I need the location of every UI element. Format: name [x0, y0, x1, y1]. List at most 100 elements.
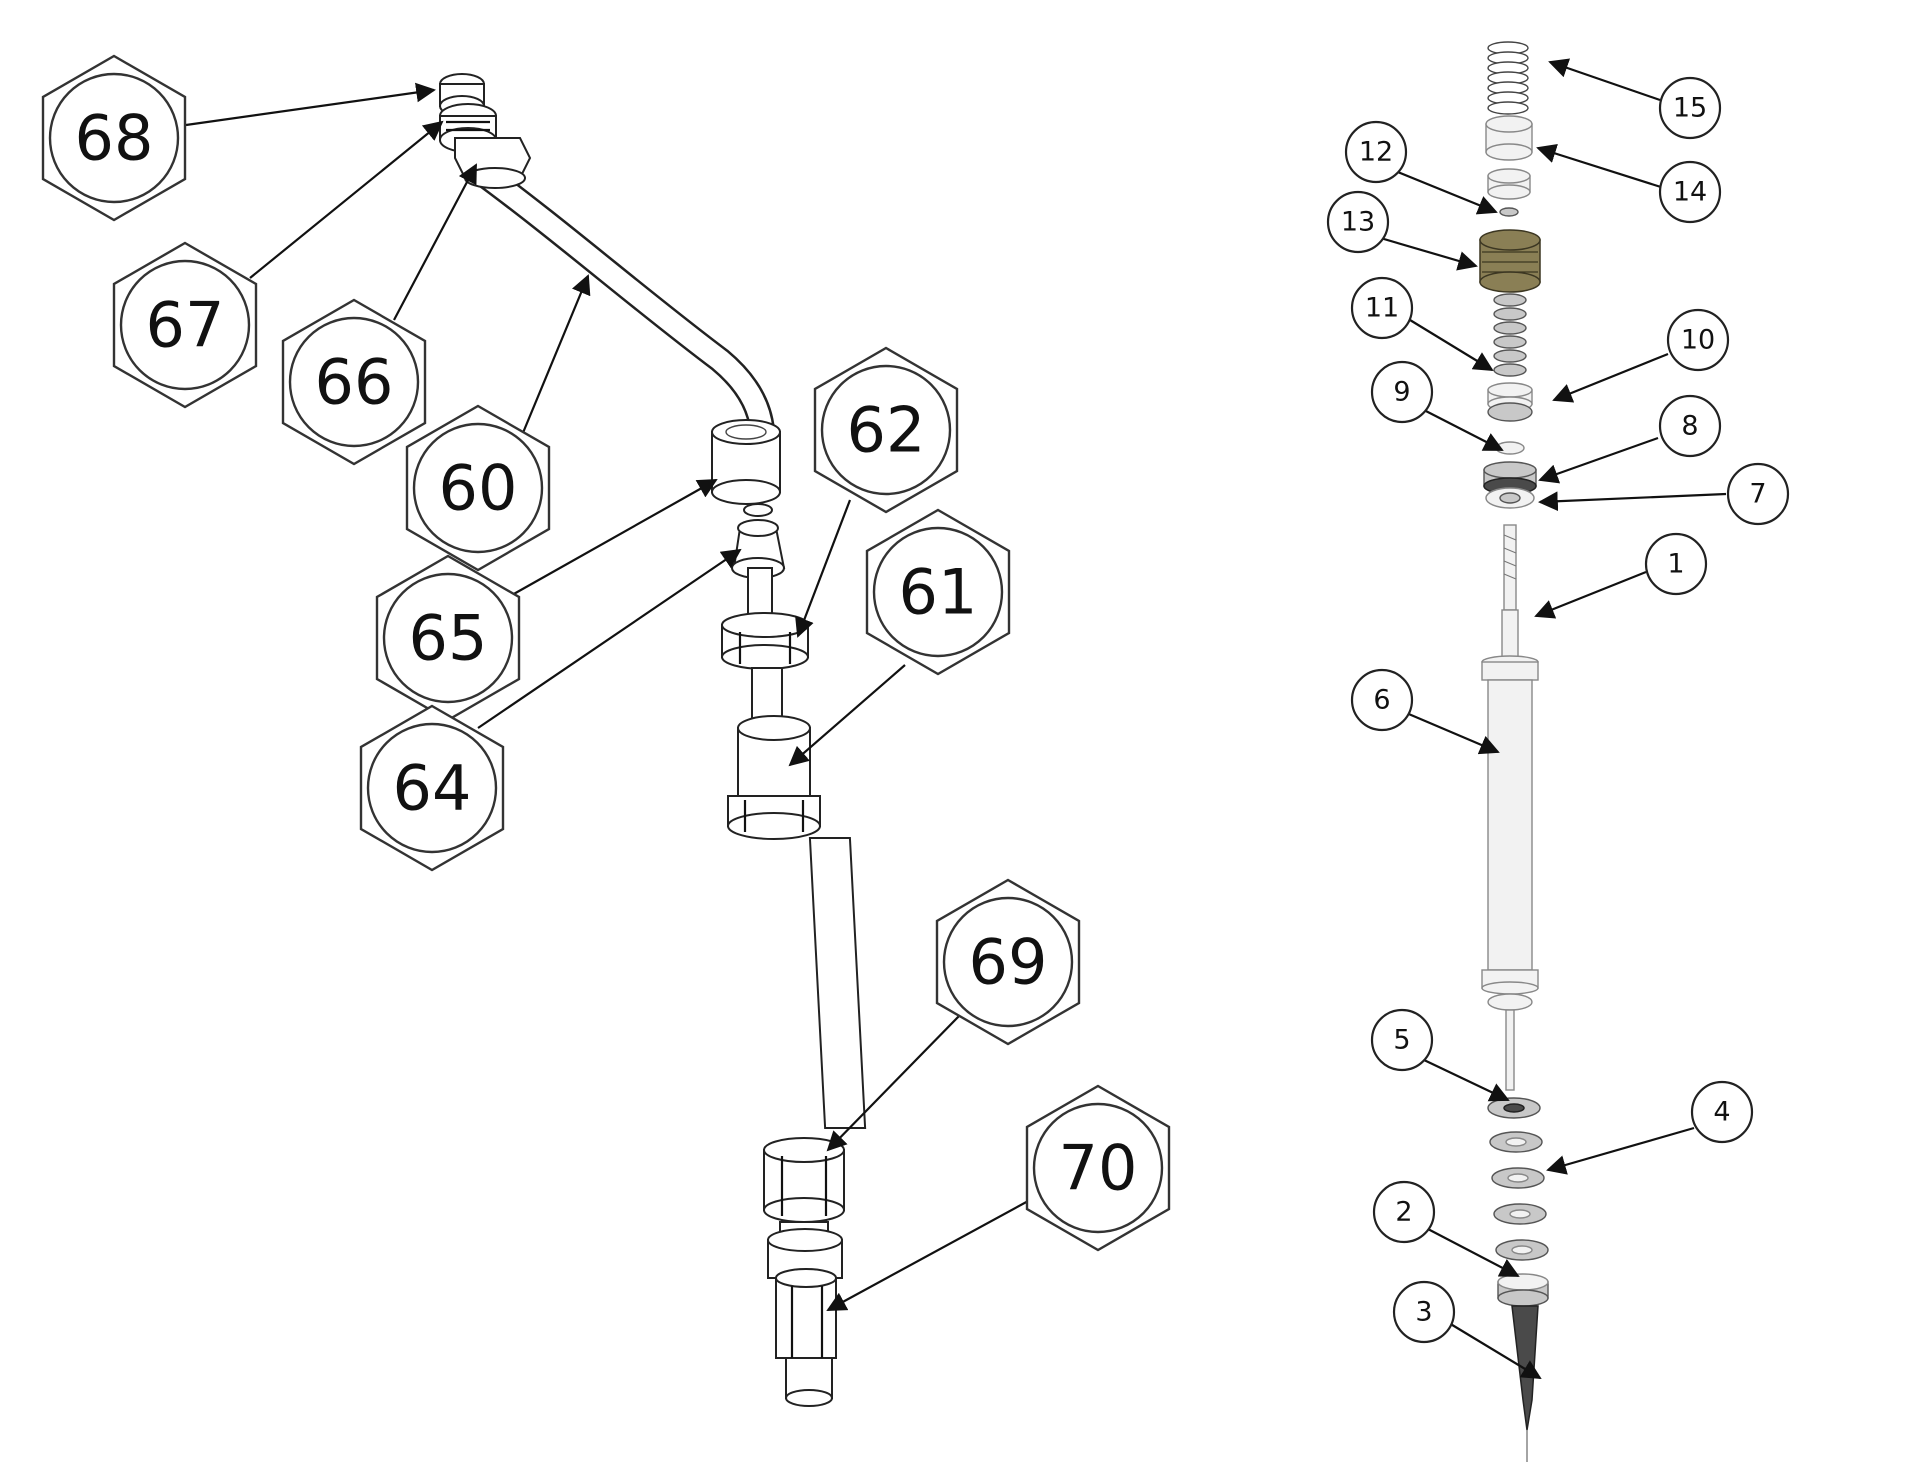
packing-rings-4 — [1489, 1131, 1549, 1261]
lower-pin — [1505, 1009, 1515, 1091]
nut-65 — [711, 419, 781, 505]
callout-circle-6: 6 — [1350, 668, 1414, 732]
callout-circle-1-label: 1 — [1667, 549, 1684, 580]
body-61 — [727, 715, 821, 840]
callout-hex-69: 69 — [935, 878, 1081, 1046]
callout-hex-61: 61 — [865, 508, 1011, 676]
leader-5 — [1423, 1059, 1510, 1102]
leader-9 — [1419, 407, 1504, 451]
callout-circle-2: 2 — [1372, 1180, 1436, 1244]
hex-callouts: 68 67 66 60 62 61 65 — [41, 54, 1171, 1252]
callout-circle-6-label: 6 — [1373, 685, 1390, 716]
callout-hex-61-label: 61 — [899, 556, 978, 629]
leader-14 — [1536, 143, 1665, 190]
packing-rings-11 — [1493, 293, 1527, 377]
leader-62 — [795, 499, 852, 638]
callout-circle-9: 9 — [1370, 360, 1434, 424]
callout-hex-69-label: 69 — [969, 926, 1048, 999]
nut-69 — [763, 1137, 845, 1223]
leader-3 — [1443, 1319, 1542, 1380]
packing-5 — [1487, 1097, 1541, 1119]
leader-8 — [1538, 436, 1659, 484]
leader-2 — [1425, 1227, 1520, 1277]
callout-hex-65: 65 — [375, 554, 521, 722]
callout-circle-11-label: 11 — [1365, 293, 1399, 324]
seat-13 — [1479, 229, 1541, 293]
callout-hex-64: 64 — [359, 704, 505, 872]
bushing-7 — [1485, 487, 1535, 509]
leader-64 — [477, 548, 742, 729]
callout-circle-4-label: 4 — [1713, 1097, 1730, 1128]
fitting-70 — [767, 1228, 843, 1407]
callout-circle-11: 11 — [1350, 276, 1414, 340]
callout-hex-64-label: 64 — [393, 752, 472, 825]
nut-62 — [721, 612, 809, 670]
leader-60 — [518, 274, 591, 441]
callout-circle-5: 5 — [1370, 1008, 1434, 1072]
circle-callouts: 15 14 12 13 11 10 9 8 — [1326, 76, 1790, 1344]
stem-thread — [1503, 534, 1517, 580]
callout-hex-68: 68 — [41, 54, 187, 222]
hose-tube-inner — [467, 159, 773, 441]
leader-68 — [185, 82, 436, 127]
hose-assembly — [439, 73, 867, 1407]
callout-circle-7: 7 — [1726, 462, 1790, 526]
leader-69 — [826, 1014, 961, 1152]
gland-10 — [1487, 382, 1533, 422]
callout-circle-12: 12 — [1344, 120, 1408, 184]
cap-14 — [1485, 115, 1533, 161]
leader-12 — [1392, 168, 1498, 215]
base-2 — [1497, 1273, 1549, 1307]
callout-hex-65-label: 65 — [409, 602, 488, 675]
left-leaders — [185, 82, 1031, 1311]
callout-circle-14: 14 — [1658, 160, 1722, 224]
callout-circle-10-label: 10 — [1681, 325, 1715, 356]
long-tube — [808, 837, 867, 1129]
callout-hex-60: 60 — [405, 404, 551, 572]
leader-1 — [1534, 570, 1647, 619]
leader-6 — [1403, 710, 1500, 755]
callout-hex-67: 67 — [112, 241, 258, 409]
top-fitting-66 — [454, 137, 532, 189]
leader-10 — [1552, 352, 1669, 403]
callout-circle-13: 13 — [1326, 190, 1390, 254]
callout-hex-62: 62 — [813, 346, 959, 514]
callout-circle-2-label: 2 — [1395, 1197, 1412, 1228]
callout-circle-14-label: 14 — [1673, 177, 1707, 208]
callout-hex-70-label: 70 — [1059, 1132, 1138, 1205]
callout-circle-1: 1 — [1644, 532, 1708, 596]
callout-circle-4: 4 — [1690, 1080, 1754, 1144]
callout-circle-12-label: 12 — [1359, 137, 1393, 168]
leader-15 — [1548, 58, 1661, 102]
callout-hex-62-label: 62 — [847, 394, 926, 467]
leader-11 — [1409, 319, 1494, 372]
leader-70 — [826, 1199, 1031, 1311]
callout-circle-5-label: 5 — [1393, 1025, 1410, 1056]
valve-stack — [1479, 41, 1549, 1462]
leader-65 — [511, 479, 718, 596]
right-leaders — [1359, 58, 1727, 1380]
callout-circle-15-label: 15 — [1673, 93, 1707, 124]
connector-tube — [747, 567, 773, 619]
callout-hex-70: 70 — [1025, 1084, 1171, 1252]
callout-hex-66-label: 66 — [315, 346, 394, 419]
barrel-6 — [1481, 609, 1539, 1011]
callout-circle-15: 15 — [1658, 76, 1722, 140]
leader-66 — [393, 163, 477, 321]
nut-12 — [1487, 168, 1531, 217]
callout-circle-3-label: 3 — [1415, 1297, 1432, 1328]
ferrule-64 — [731, 503, 786, 579]
leader-61 — [788, 664, 906, 767]
callout-circle-9-label: 9 — [1393, 377, 1410, 408]
callout-circle-8-label: 8 — [1681, 411, 1698, 442]
leader-4 — [1546, 1126, 1695, 1175]
needle-3 — [1511, 1305, 1539, 1462]
callout-hex-60-label: 60 — [439, 452, 518, 525]
callout-circle-3: 3 — [1392, 1280, 1456, 1344]
callout-circle-13-label: 13 — [1341, 207, 1375, 238]
callout-circle-10: 10 — [1666, 308, 1730, 372]
callout-hex-66: 66 — [281, 298, 427, 466]
callout-circle-8: 8 — [1658, 394, 1722, 458]
spring-15 — [1487, 41, 1529, 115]
